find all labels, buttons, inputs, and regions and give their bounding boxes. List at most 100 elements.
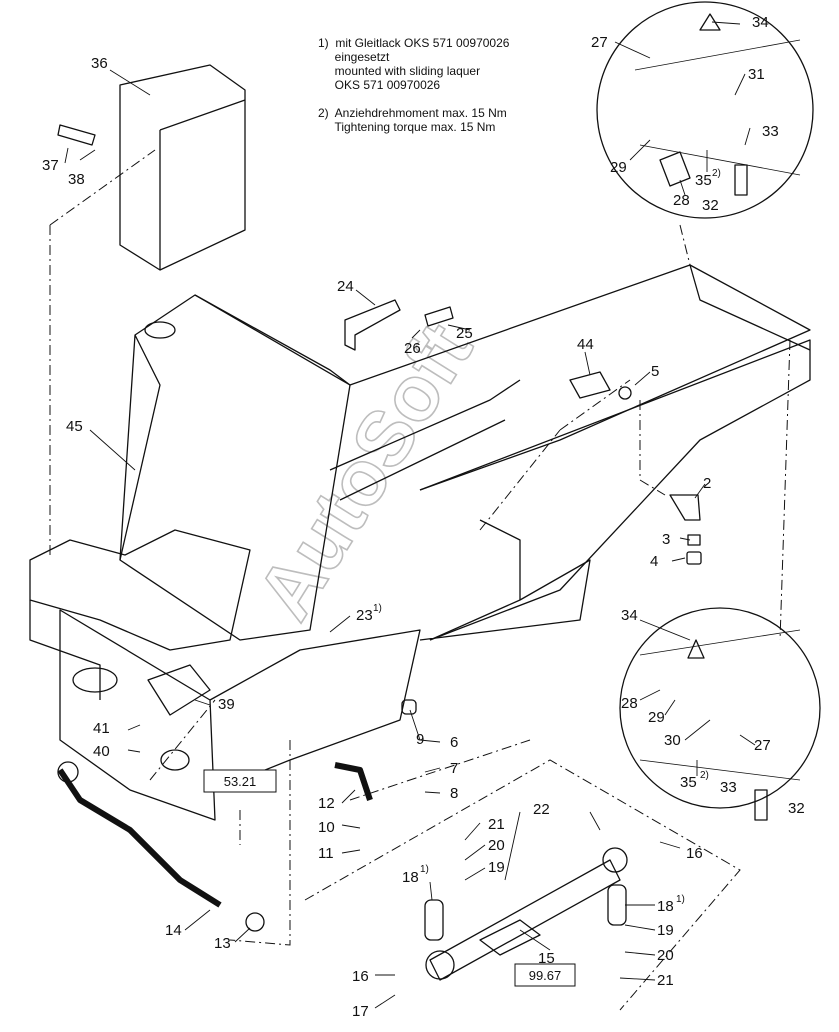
bolt-37 bbox=[57, 124, 96, 146]
callout-28-bottom: 28 bbox=[621, 695, 638, 712]
callout-4: 4 bbox=[650, 553, 658, 570]
pin-18-left bbox=[424, 899, 444, 941]
callout-20-right: 20 bbox=[657, 947, 674, 964]
frame-base-left bbox=[29, 529, 251, 651]
leader-lines bbox=[64, 21, 756, 1009]
callout-16-left: 16 bbox=[352, 968, 369, 985]
detail-circle-bottom bbox=[619, 607, 821, 809]
callout-37: 37 bbox=[42, 157, 59, 174]
callout-5: 5 bbox=[651, 363, 659, 380]
callout-32-top: 32 bbox=[702, 197, 719, 214]
callout-38: 38 bbox=[68, 171, 85, 188]
frame-rail-top bbox=[349, 264, 811, 491]
callout-17: 17 bbox=[352, 1003, 369, 1020]
callout-11: 11 bbox=[318, 845, 334, 862]
reference-53-21: 53.21 bbox=[224, 774, 257, 789]
callout-15: 15 bbox=[538, 950, 555, 967]
callout-44: 44 bbox=[577, 336, 594, 353]
callout-27-bottom: 27 bbox=[754, 737, 771, 754]
panel-hole bbox=[144, 321, 176, 339]
callout-13: 13 bbox=[214, 935, 231, 952]
superscript-18-right: 1) bbox=[676, 894, 685, 905]
callout-24: 24 bbox=[337, 278, 354, 295]
callout-28-top: 28 bbox=[673, 192, 690, 209]
callout-27-top: 27 bbox=[591, 34, 608, 51]
callout-21-right: 21 bbox=[657, 972, 674, 989]
callout-labels: 34 27 31 33 29 35 2) 28 32 36 37 38 24 2… bbox=[42, 14, 805, 1020]
callout-33-bottom: 33 bbox=[720, 779, 737, 796]
callout-3: 3 bbox=[662, 531, 670, 548]
elbow-fitting-44 bbox=[569, 371, 611, 399]
callout-19-left: 19 bbox=[488, 859, 505, 876]
callout-30: 30 bbox=[664, 732, 681, 749]
reference-99-67: 99.67 bbox=[529, 968, 562, 983]
bolt-25 bbox=[424, 306, 454, 327]
hydraulic-cylinder-15 bbox=[429, 859, 621, 981]
seal-5 bbox=[618, 386, 632, 400]
callout-10: 10 bbox=[318, 819, 335, 836]
callout-34-bottom: 34 bbox=[621, 607, 638, 624]
watermark-text: AutoSoft bbox=[240, 308, 489, 634]
cross-member bbox=[329, 379, 521, 471]
assembly-lines bbox=[49, 149, 791, 1011]
side-plate bbox=[59, 609, 216, 821]
callout-16-right: 16 bbox=[686, 845, 703, 862]
callout-29-bottom: 29 bbox=[648, 709, 665, 726]
hose-14 bbox=[57, 768, 222, 908]
superscript-35-top: 2) bbox=[712, 168, 721, 179]
callout-26: 26 bbox=[404, 340, 421, 357]
fitting-2 bbox=[669, 494, 701, 521]
reference-box-99-67: 99.67 bbox=[514, 963, 576, 987]
note-2-line-1: 2) Anziehdrehmoment max. 15 Nm bbox=[318, 106, 507, 120]
callout-23: 23 bbox=[356, 607, 373, 624]
elbow-12 bbox=[334, 762, 373, 801]
callout-21-left: 21 bbox=[488, 816, 505, 833]
callout-36: 36 bbox=[91, 55, 108, 72]
callout-31: 31 bbox=[748, 66, 765, 83]
note-1-line-2: eingesetzt bbox=[318, 50, 390, 64]
callout-2: 2 bbox=[703, 475, 711, 492]
hose-fitting-13 bbox=[57, 761, 79, 783]
frame-left-edge bbox=[29, 600, 101, 700]
callout-9: 9 bbox=[416, 731, 424, 748]
callout-25: 25 bbox=[456, 325, 473, 342]
superscript-35-bottom: 2) bbox=[700, 770, 709, 781]
callout-20-left: 20 bbox=[488, 837, 505, 854]
callout-7: 7 bbox=[450, 760, 458, 777]
cover-housing bbox=[119, 64, 246, 271]
note-1-line-3: mounted with sliding laquer bbox=[318, 64, 481, 78]
callout-12: 12 bbox=[318, 795, 335, 812]
note-1-line-1: 1) mit Gleitlack OKS 571 00970026 bbox=[318, 36, 510, 50]
bracket-24 bbox=[344, 299, 401, 351]
note-1-line-4: OKS 571 00970026 bbox=[318, 78, 441, 92]
callout-14: 14 bbox=[165, 922, 182, 939]
callout-39: 39 bbox=[218, 696, 235, 713]
callout-18-right: 18 bbox=[657, 898, 674, 915]
callout-32-bottom: 32 bbox=[788, 800, 805, 817]
callout-8: 8 bbox=[450, 785, 458, 802]
callout-33-top: 33 bbox=[762, 123, 779, 140]
callout-41: 41 bbox=[93, 720, 110, 737]
callout-35-bottom: 35 bbox=[680, 774, 697, 791]
superscript-18-left: 1) bbox=[420, 864, 429, 875]
callout-6: 6 bbox=[450, 734, 458, 751]
assembly-notes: 1) mit Gleitlack OKS 571 00970026 einges… bbox=[318, 36, 509, 134]
reference-box-53-21: 53.21 bbox=[203, 769, 277, 793]
callout-18-left: 18 bbox=[402, 869, 419, 886]
callout-35-top: 35 bbox=[695, 172, 712, 189]
detail-circle-top bbox=[596, 1, 814, 219]
pin-18-right bbox=[607, 884, 627, 926]
superscript-23: 1) bbox=[373, 603, 382, 614]
callout-29-top: 29 bbox=[610, 159, 627, 176]
callout-45: 45 bbox=[66, 418, 83, 435]
frame-linework bbox=[29, 1, 821, 981]
callout-19-right: 19 bbox=[657, 922, 674, 939]
callout-22: 22 bbox=[533, 801, 550, 818]
note-2-line-2: Tightening torque max. 15 Nm bbox=[318, 120, 496, 134]
mount-39 bbox=[147, 664, 211, 716]
callout-40: 40 bbox=[93, 743, 110, 760]
callout-34-top: 34 bbox=[752, 14, 769, 31]
frame-rail-side bbox=[419, 339, 811, 641]
